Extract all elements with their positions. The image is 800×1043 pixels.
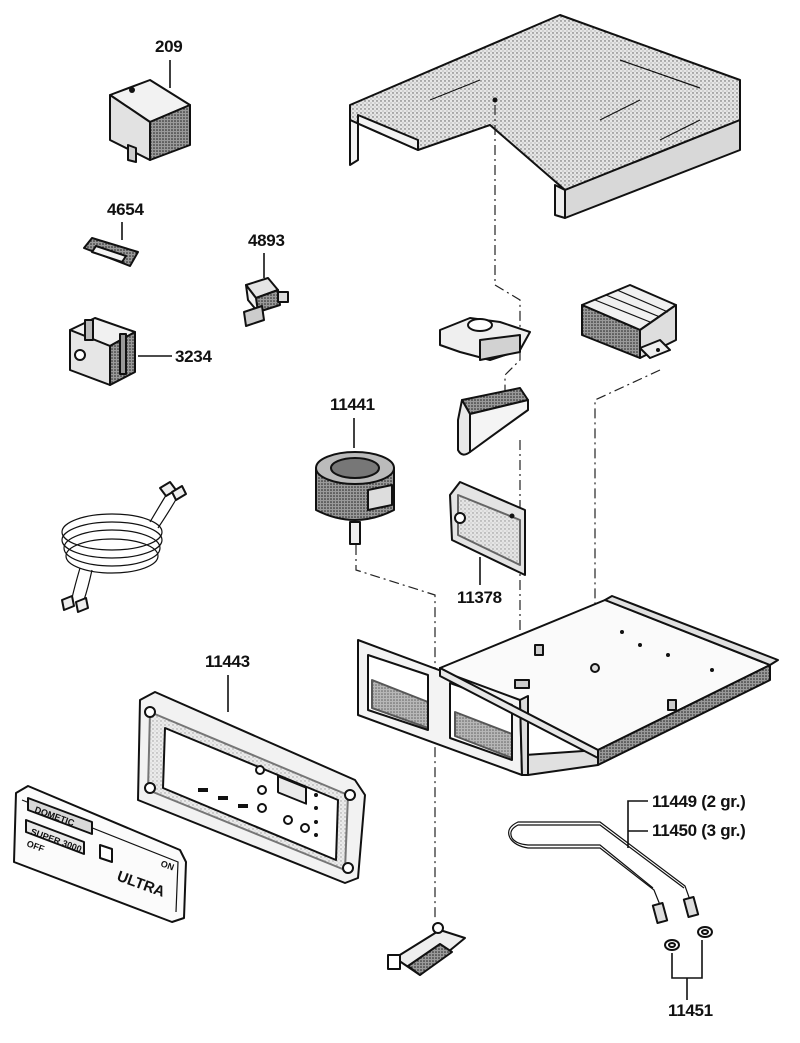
label-11378: 11378 xyxy=(457,588,502,607)
rocker-switch-4654 xyxy=(83,237,139,267)
faceplate-on-label: ON xyxy=(159,858,175,872)
label-11451: 11451 xyxy=(668,1001,713,1020)
heat-sink xyxy=(581,284,677,359)
washers-11451 xyxy=(664,926,713,951)
label-4654: 4654 xyxy=(107,200,144,219)
label-11441: 11441 xyxy=(330,395,375,414)
label-11443: 11443 xyxy=(205,652,250,671)
burner-bracket xyxy=(439,317,531,361)
label-209: 209 xyxy=(155,37,182,56)
control-panel-bezel-11443 xyxy=(137,691,366,884)
label-11450: 11450 (3 gr.) xyxy=(652,821,745,840)
label-11449: 11449 (2 gr.) xyxy=(652,792,745,811)
wire-harness xyxy=(61,481,187,613)
circuit-board-11378 xyxy=(449,481,526,576)
relay-box-209 xyxy=(109,79,191,163)
burner-tube xyxy=(457,387,529,456)
transformer-3234 xyxy=(69,317,136,386)
heating-element-loop xyxy=(508,821,700,924)
faceplate: DOMETIC SUPER 3000 ON OFF ULTRA xyxy=(13,785,187,923)
base-chassis xyxy=(357,595,779,776)
thermostat-switch-4893 xyxy=(243,277,289,327)
igniter-bracket xyxy=(387,922,466,976)
label-4893: 4893 xyxy=(248,231,285,250)
top-cover xyxy=(349,14,741,219)
label-3234: 3234 xyxy=(175,347,212,366)
heater-coil-11441 xyxy=(315,451,395,545)
